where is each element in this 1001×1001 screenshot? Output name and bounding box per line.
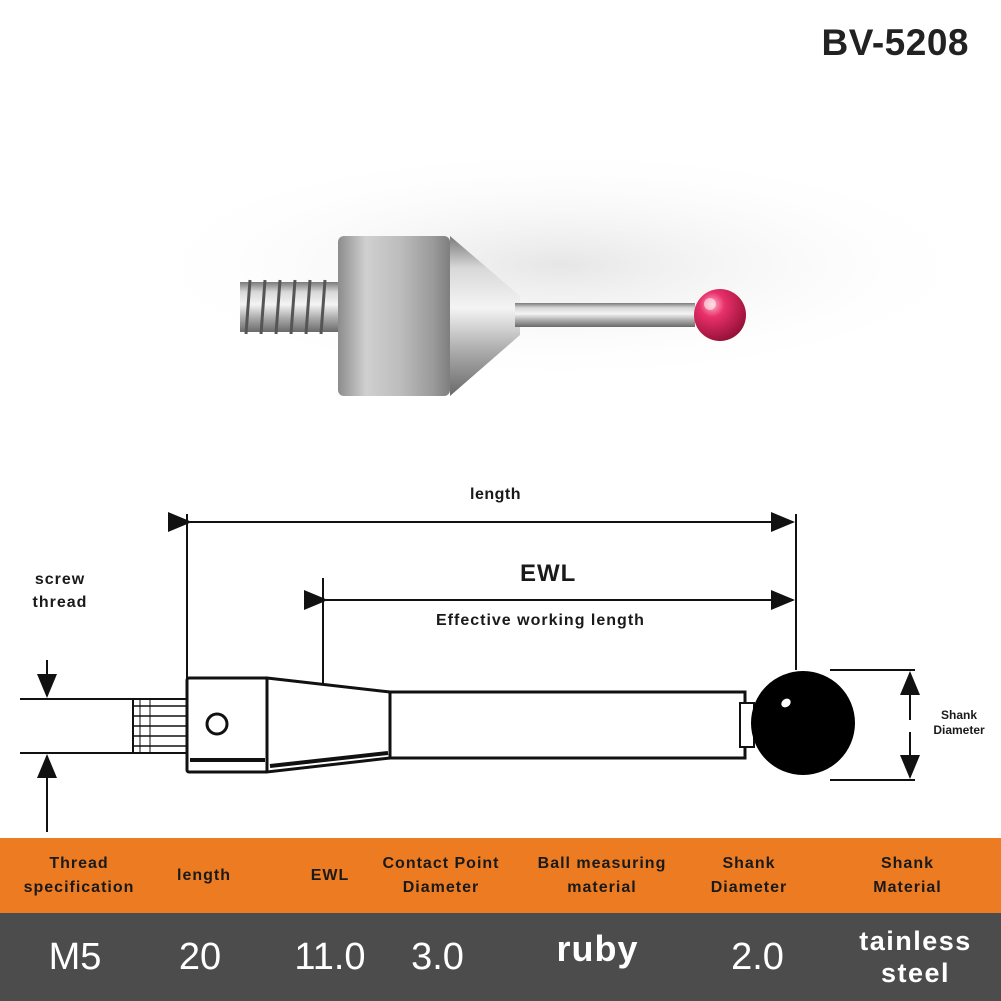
value-thread-specification: M5 <box>48 935 102 978</box>
header-shank-diameter: Shank Diameter <box>710 854 788 896</box>
header-length: length <box>177 866 231 884</box>
header-contact-point-diameter: Contact Point Diameter <box>382 854 500 896</box>
diagram-thread <box>132 698 190 754</box>
stylus-diagram <box>20 512 920 832</box>
header-ball-measuring-material: Ball measuring material <box>537 854 667 896</box>
header-thread-specification: Thread specification <box>23 854 135 896</box>
effective-working-length-label: Effective working length <box>436 612 645 629</box>
header-shank-material: Shank Material <box>873 854 942 896</box>
shank-diameter-label: Shank Diameter <box>933 708 985 737</box>
ewl-label: EWL <box>520 560 577 587</box>
stylus-stem <box>515 303 695 327</box>
stylus-photo <box>130 145 990 396</box>
diagram-ball <box>751 671 855 775</box>
stylus-cone <box>450 236 520 396</box>
value-length: 20 <box>178 935 222 978</box>
length-label: length <box>470 486 521 503</box>
spec-table-values: M5 20 11.0 3.0 ruby 2.0 tainless steel <box>0 913 1001 1001</box>
ruby-ball <box>694 289 746 341</box>
value-shank-material: tainless steel <box>859 926 972 988</box>
value-ewl: 11.0 <box>294 935 366 978</box>
model-number: BV-5208 <box>821 22 969 63</box>
value-shank-diameter: 2.0 <box>731 935 784 978</box>
value-ball-measuring-material: ruby <box>556 928 639 969</box>
stylus-body <box>338 236 450 396</box>
thread-shaft <box>240 279 340 335</box>
diagram-body <box>185 676 755 774</box>
screw-thread-label: screw thread <box>32 571 88 611</box>
header-ewl: EWL <box>310 866 350 884</box>
spec-table-header: Thread specification length EWL Contact … <box>0 838 1001 913</box>
photo-shadow <box>130 145 990 385</box>
value-contact-point-diameter: 3.0 <box>411 935 464 978</box>
